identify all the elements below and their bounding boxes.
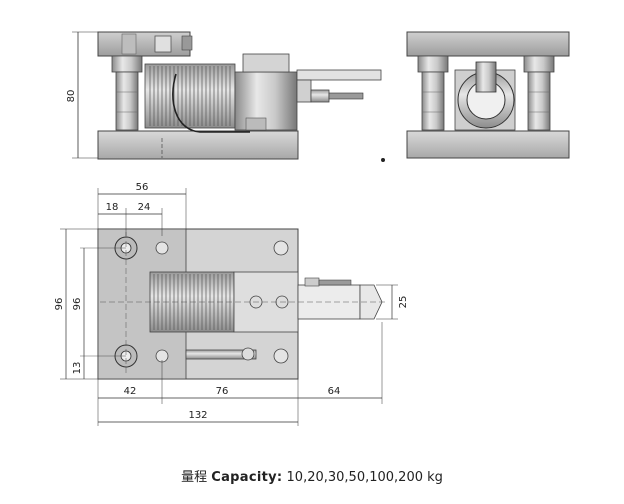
capacity-label: Capacity: (211, 470, 283, 485)
dim-24-label: 24 (138, 202, 151, 213)
dim-42-label: 42 (124, 386, 137, 397)
dim-25-label: 25 (398, 296, 409, 309)
dim-96-outer-label: 96 (54, 298, 65, 311)
capacity-caption: 量程 Capacity: 10,20,30,50,100,200 kg (0, 466, 624, 485)
dim-13-label: 13 (72, 362, 83, 375)
capacity-chinese-label: 量程 (181, 470, 208, 485)
capacity-values: 10,20,30,50,100,200 kg (286, 470, 443, 485)
top-view (97, 228, 386, 380)
dim-18-label: 18 (106, 202, 119, 213)
dimensions-top-view: 56 18 24 96 96 13 25 42 76 64 (54, 182, 409, 426)
dim-56-label: 56 (136, 182, 149, 193)
dimension-height: 80 (66, 31, 98, 159)
dim-96-inner-label: 96 (72, 298, 83, 311)
dim-132-label: 132 (188, 410, 207, 421)
bellows-ribs (149, 66, 231, 126)
side-view (406, 31, 570, 159)
dim-76-label: 76 (216, 386, 229, 397)
front-view (97, 31, 385, 162)
dim-64-label: 64 (328, 386, 341, 397)
dim-height-label: 80 (66, 90, 77, 103)
